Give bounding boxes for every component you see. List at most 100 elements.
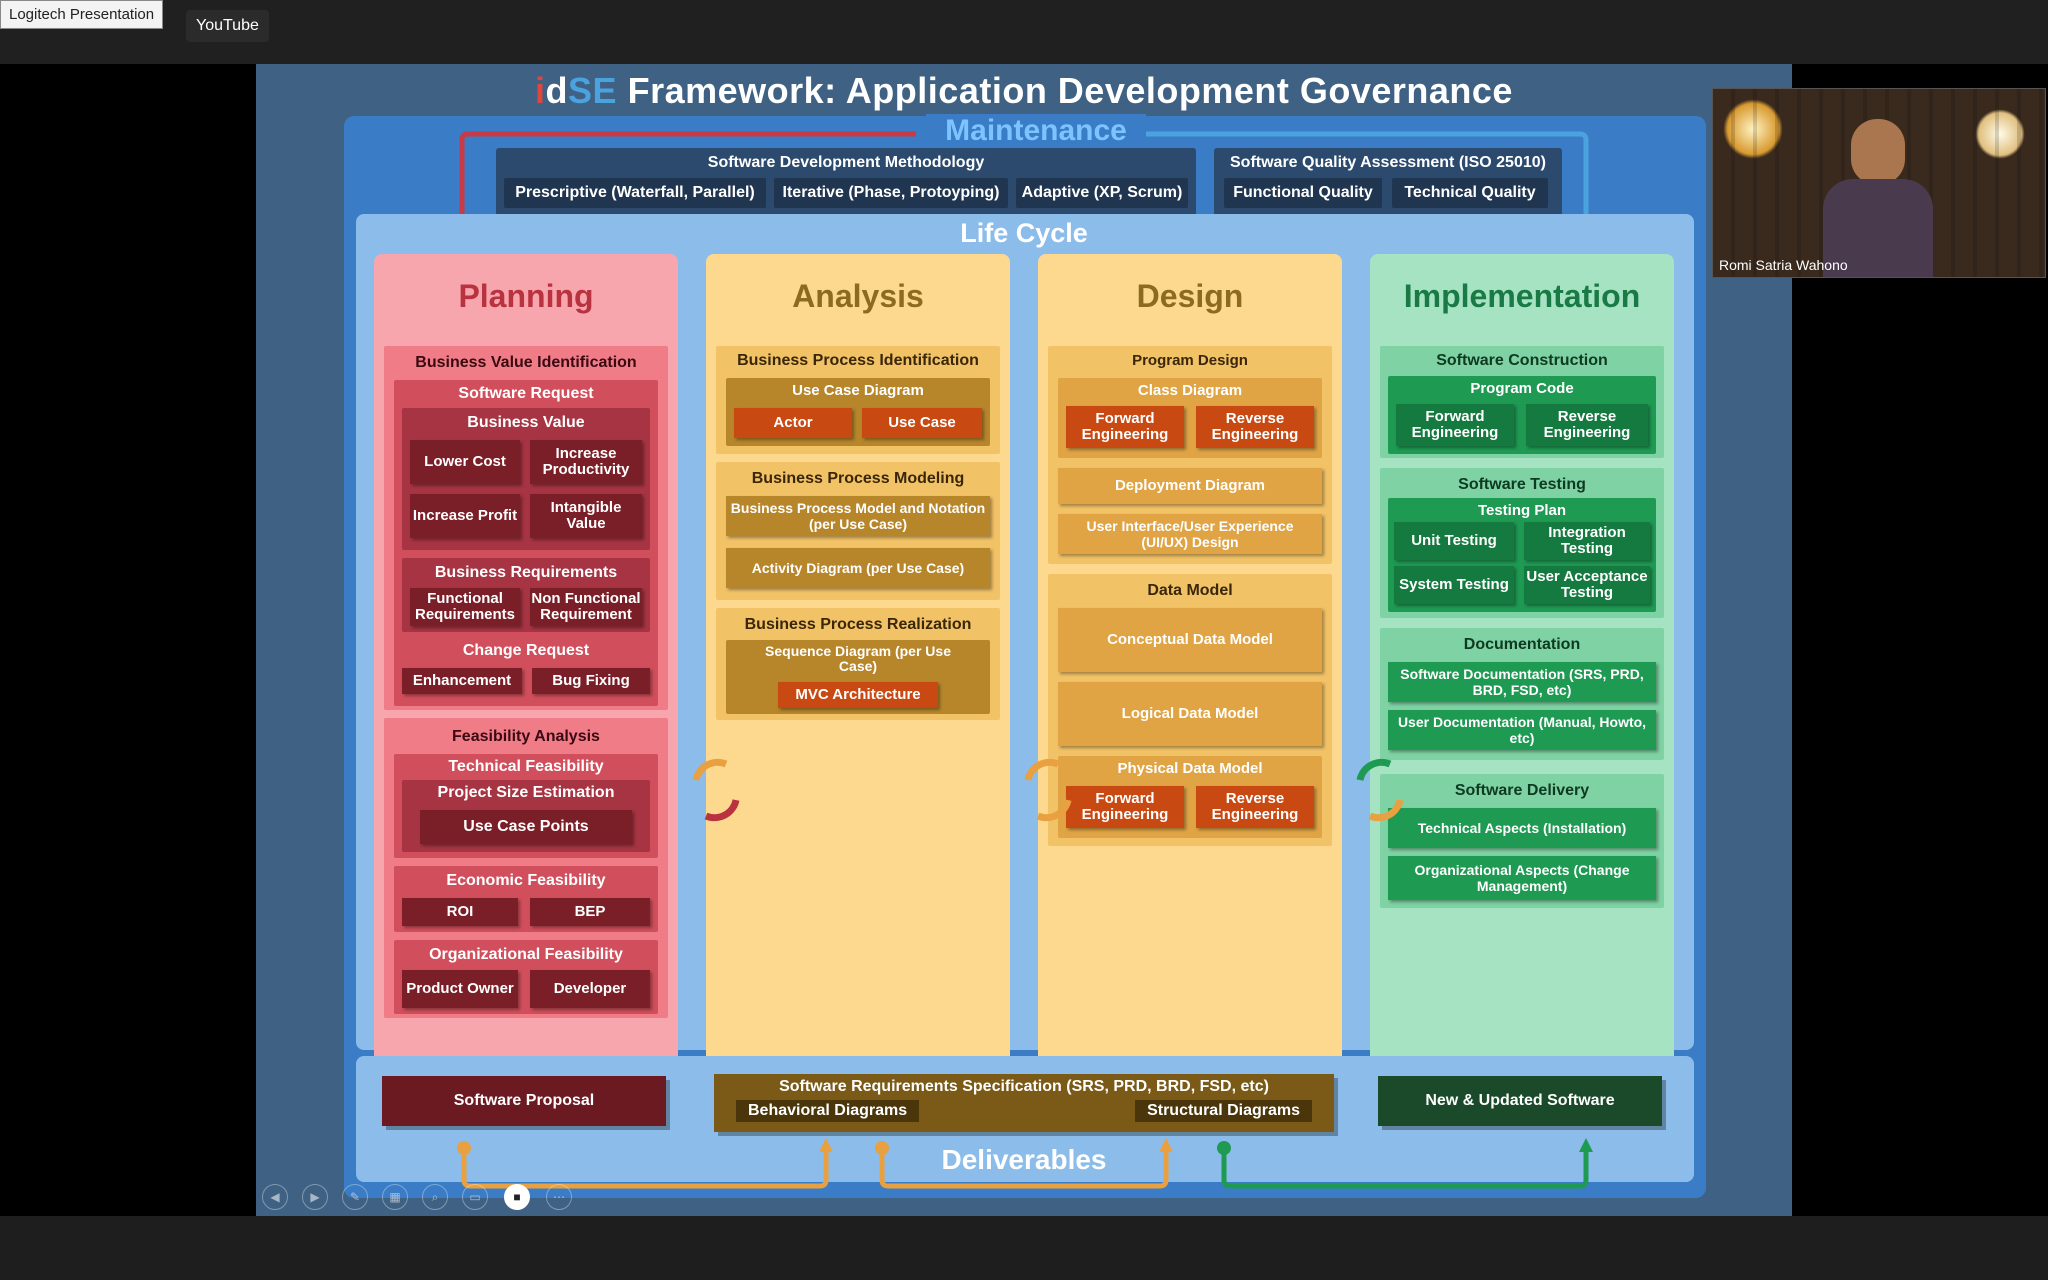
pse-section: Project Size Estimation Use Case Points — [402, 780, 650, 852]
logical-data-model: Logical Data Model — [1058, 682, 1322, 746]
ucd-section: Use Case Diagram Actor Use Case — [726, 378, 990, 446]
bv-item: Increase Profit — [410, 494, 520, 538]
sd-title: Software Delivery — [1454, 782, 1590, 799]
testing-plan-section: Testing Plan Unit Testing Integration Te… — [1388, 498, 1656, 612]
ucp-box: Use Case Points — [420, 810, 632, 844]
lamp-right — [1975, 109, 2025, 159]
economic-feasibility-section: Economic Feasibility ROI BEP — [394, 866, 658, 932]
doc-title: Documentation — [1463, 636, 1581, 653]
bpr-inner: Sequence Diagram (per Use Case) MVC Arch… — [726, 640, 990, 714]
bpi-section: Business Process Identification Use Case… — [716, 346, 1000, 454]
of-title: Organizational Feasibility — [429, 946, 623, 963]
software-construction-section: Software Construction Program Code Forwa… — [1380, 346, 1664, 458]
analysis-column: Analysis Business Process Identification… — [706, 254, 1010, 1142]
tf-title: Technical Feasibility — [448, 758, 604, 775]
quality-item: Technical Quality — [1392, 178, 1548, 208]
ucd-title: Use Case Diagram — [792, 382, 924, 399]
ucd-item: Use Case — [862, 408, 982, 438]
bv-item: Lower Cost — [410, 440, 520, 484]
pdm-item: Forward Engineering — [1066, 786, 1184, 828]
planning-title: Planning — [458, 278, 594, 314]
bottom-bar — [0, 1216, 2048, 1280]
cr-item: Enhancement — [402, 668, 522, 694]
cycle-arrows — [692, 758, 1404, 822]
title-brand-i: i — [535, 70, 546, 111]
cr-title: Change Request — [462, 642, 590, 659]
st-title: Software Testing — [1458, 476, 1586, 493]
lifecycle-title: Life Cycle — [960, 218, 1088, 248]
presenter — [1823, 119, 1933, 277]
br-item: Functional Requirements — [410, 588, 520, 626]
pc-title: Program Code — [1470, 380, 1574, 397]
cd-title: Class Diagram — [1137, 382, 1243, 399]
business-requirements-section: Business Requirements Functional Require… — [402, 558, 650, 632]
software-delivery-section: Software Delivery Technical Aspects (Ins… — [1380, 774, 1664, 908]
documentation-section: Documentation Software Documentation (SR… — [1380, 628, 1664, 760]
cycle-icon — [1356, 758, 1404, 822]
technical-feasibility-section: Technical Feasibility Project Size Estim… — [394, 754, 658, 858]
new-software-box: New & Updated Software — [1378, 1076, 1662, 1126]
previous-slide-button[interactable]: ◀ — [262, 1184, 288, 1210]
data-model-section: Data Model Conceptual Data Model Logical… — [1048, 574, 1332, 846]
top-bar: Logitech Presentation YouTube — [0, 0, 2048, 64]
bvi-section: Business Value Identification Software R… — [384, 346, 668, 710]
methodology-item: Iterative (Phase, Protoyping) — [774, 178, 1008, 208]
next-slide-button[interactable]: ▶ — [302, 1184, 328, 1210]
mvc-box: MVC Architecture — [778, 682, 938, 708]
bpr-title: Business Process Realization — [744, 616, 972, 633]
implementation-title: Implementation — [1403, 278, 1641, 314]
title-brand-d: d — [545, 70, 569, 111]
br-item: Non Functional Requirement — [530, 588, 642, 626]
srs-diagrams-row: Behavioral Diagrams Structural Diagrams — [714, 1100, 1334, 1122]
bpm-section: Business Process Modeling Business Proce… — [716, 462, 1000, 600]
youtube-tab[interactable]: YouTube — [186, 10, 269, 42]
bpm-item: Activity Diagram (per Use Case) — [726, 548, 990, 588]
srs-title: Software Requirements Specification (SRS… — [779, 1078, 1269, 1095]
deliverables-title: Deliverables — [941, 1144, 1107, 1175]
pen-icon[interactable]: ✎ — [342, 1184, 368, 1210]
cycle-icon — [692, 758, 740, 822]
methodology-panel: Software Development Methodology Prescri… — [496, 148, 1196, 216]
ef-title: Economic Feasibility — [446, 872, 606, 889]
design-title: Design — [1136, 278, 1244, 314]
sc-title: Software Construction — [1436, 352, 1608, 369]
bv-title: Business Value — [467, 414, 585, 431]
pc-item: Forward Engineering — [1396, 404, 1514, 446]
tp-item: System Testing — [1394, 566, 1514, 604]
feasibility-section: Feasibility Analysis Technical Feasibili… — [384, 718, 668, 1018]
doc-item: Software Documentation (SRS, PRD, BRD, F… — [1388, 662, 1656, 702]
zoom-icon[interactable]: ⌕ — [422, 1184, 448, 1210]
methodology-item: Adaptive (XP, Scrum) — [1016, 178, 1188, 208]
tooltip: Logitech Presentation — [0, 0, 164, 29]
bpm-item: Business Process Model and Notation (per… — [726, 496, 990, 536]
dm-title: Data Model — [1147, 582, 1233, 599]
quality-title: Software Quality Assessment (ISO 25010) — [1230, 154, 1546, 171]
tp-item: Integration Testing — [1524, 522, 1650, 560]
design-column: Design Program Design Class Diagram Forw… — [1038, 254, 1342, 1142]
subtitles-icon[interactable]: ▭ — [462, 1184, 488, 1210]
slides-grid-icon[interactable]: ▦ — [382, 1184, 408, 1210]
of-item: Developer — [530, 970, 650, 1008]
lamp-left — [1723, 99, 1783, 159]
bv-item: Intangible Value — [530, 494, 642, 538]
bpr-section: Business Process Realization Sequence Di… — [716, 608, 1000, 720]
presentation-slide: idSE Framework: Application Development … — [256, 64, 1792, 1216]
camera-toggle-icon[interactable]: ■ — [504, 1184, 530, 1210]
pdm-item: Reverse Engineering — [1196, 786, 1314, 828]
cd-item: Forward Engineering — [1066, 406, 1184, 448]
more-options-icon[interactable]: ⋯ — [546, 1184, 572, 1210]
software-request-section: Software Request Business Value Lower Co… — [394, 380, 658, 706]
of-item: Product Owner — [402, 970, 518, 1008]
pdm-title: Physical Data Model — [1117, 760, 1263, 777]
webcam-video: Romi Satria Wahono — [1712, 88, 2046, 278]
implementation-column: Implementation Software Construction Pro… — [1370, 254, 1674, 1142]
slide-title: idSE Framework: Application Development … — [256, 70, 1792, 112]
bvi-title: Business Value Identification — [415, 354, 637, 371]
title-brand-se: SE — [568, 70, 618, 111]
tp-title: Testing Plan — [1477, 502, 1567, 519]
quality-panel: Software Quality Assessment (ISO 25010) … — [1214, 148, 1562, 216]
pd-title: Program Design — [1132, 352, 1248, 369]
doc-item: User Documentation (Manual, Howto, etc) — [1388, 710, 1656, 750]
pse-title: Project Size Estimation — [437, 784, 615, 801]
br-title: Business Requirements — [434, 564, 618, 581]
